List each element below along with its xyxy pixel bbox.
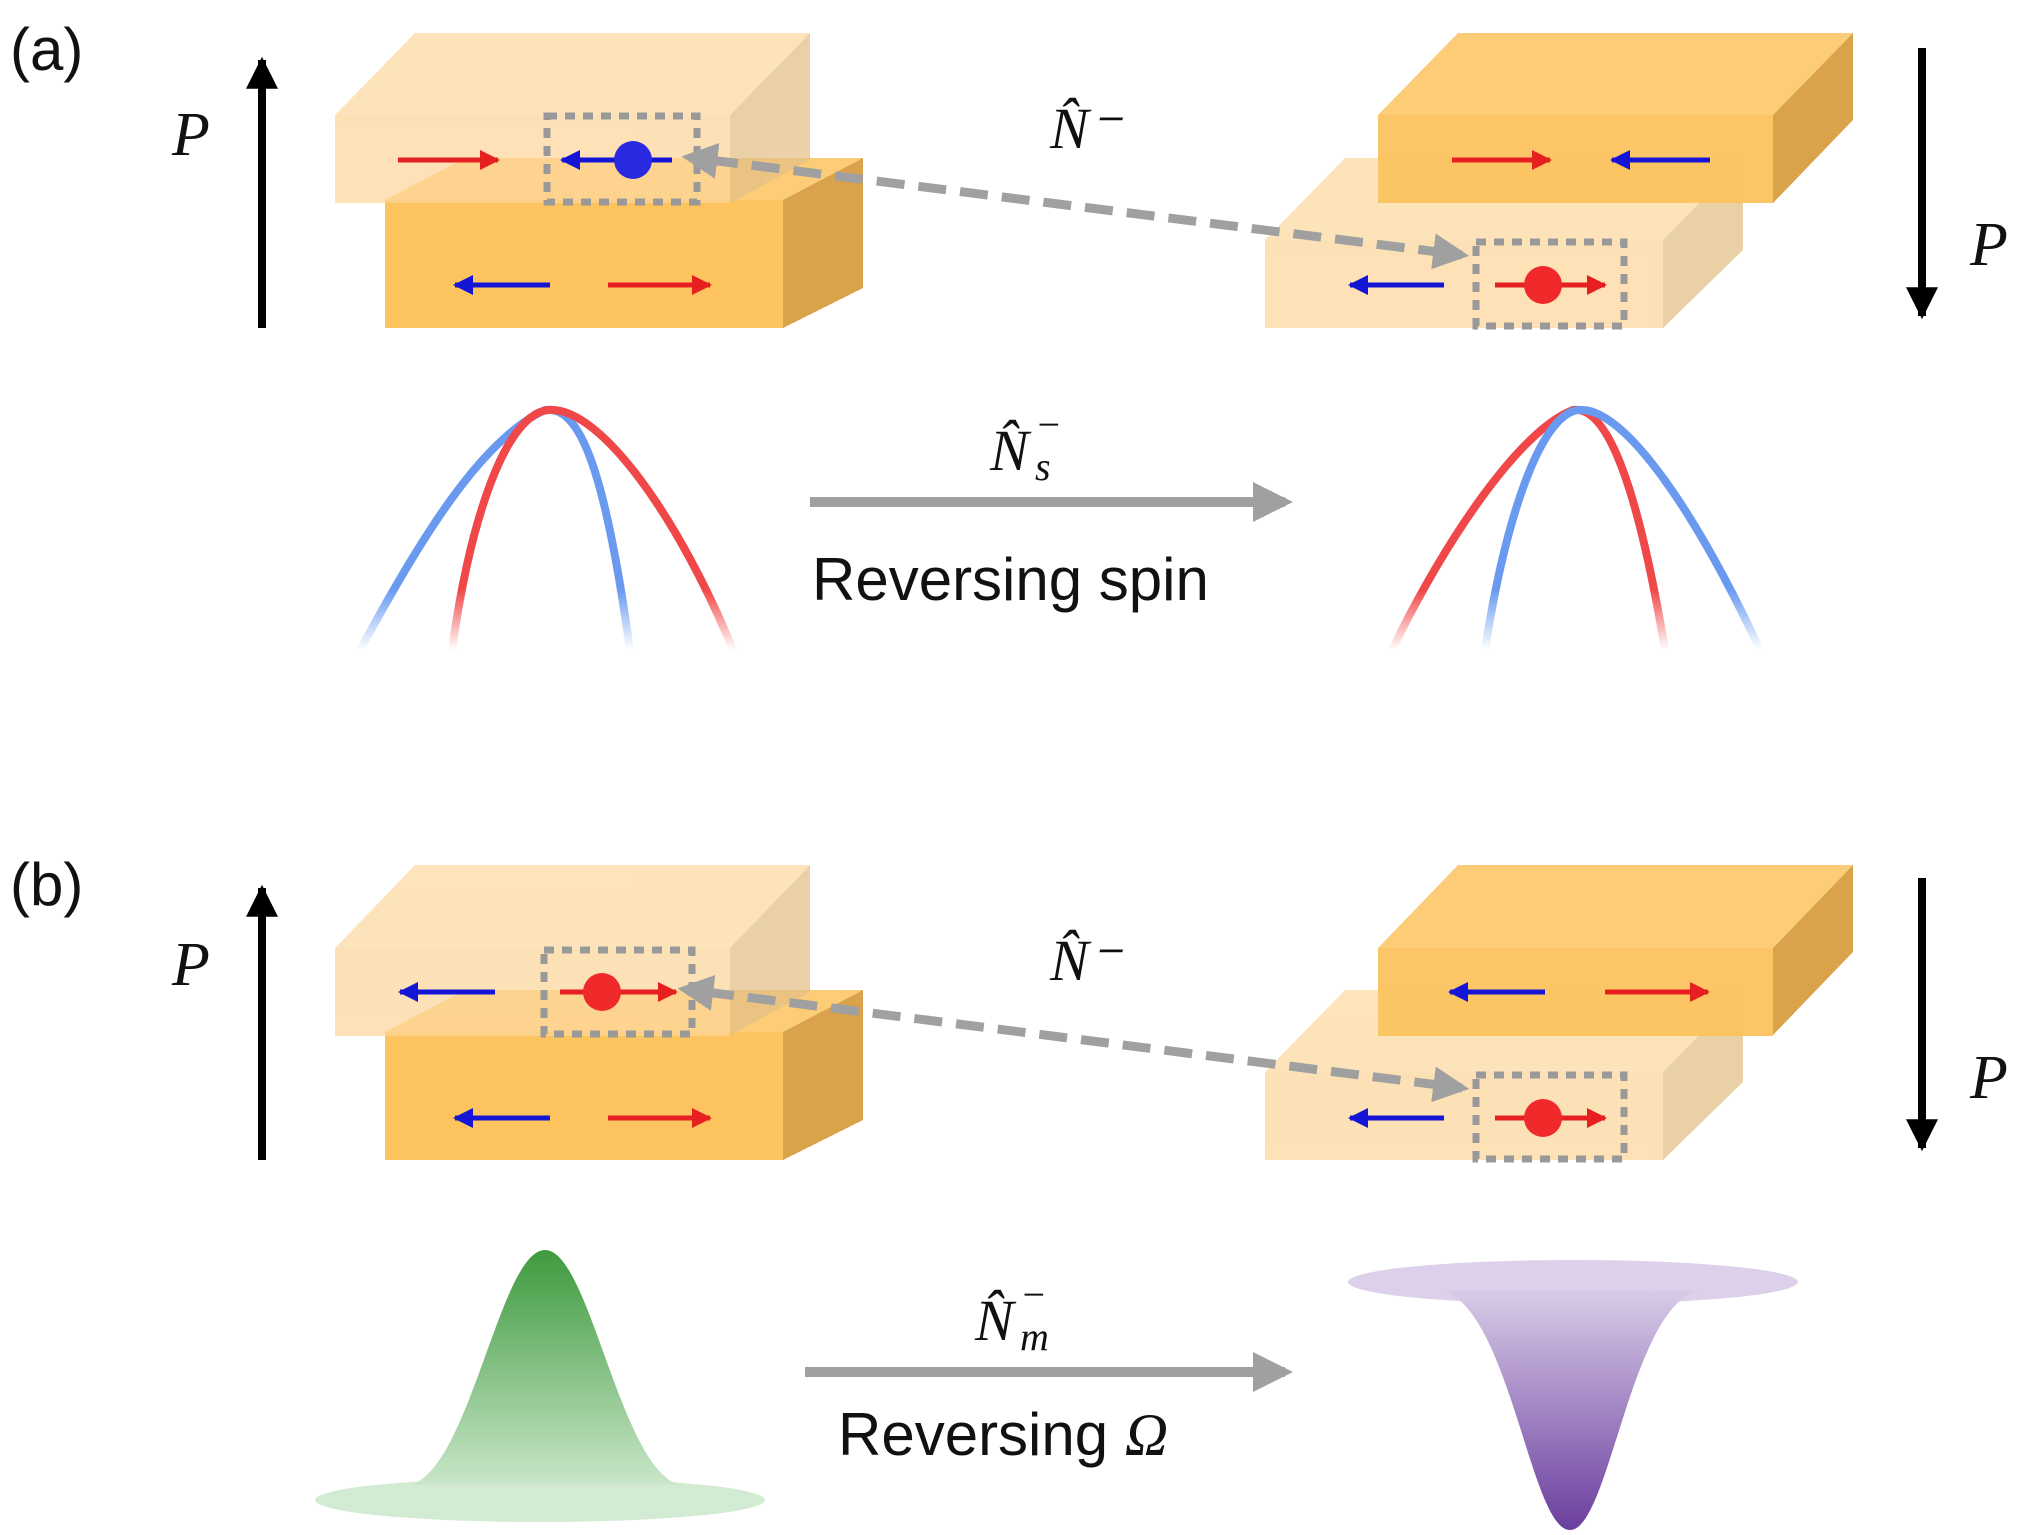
electron-dot [1524,1099,1562,1137]
highlight-box [543,112,701,206]
electron-dot [583,973,621,1011]
panel-a-label: (a) [10,16,83,83]
left-top-slab [335,865,810,1036]
operator-subscript: s [1035,444,1051,489]
transform-caption-symbol: Ω [1125,1402,1168,1468]
panel-a: (a) P [10,16,2008,652]
operator-main: N̂ [989,418,1032,483]
right-top-slab [1378,865,1853,1036]
polarization-up-label: P [171,931,210,999]
highlight-box [1472,1071,1628,1163]
polarization-up-label: P [171,101,210,169]
panel-b-label: (b) [10,851,83,918]
electron-dot [614,141,652,179]
operator-superscript: − [1035,402,1062,447]
polarization-down-label: P [1969,211,2008,279]
transform-caption-text: Reversing [838,1401,1125,1468]
operator-label: N̂⁻ [1049,928,1124,993]
transform-caption: Reversing spin [812,546,1209,613]
berry-curvature-peak [315,1250,765,1522]
polarization-down-label: P [1969,1044,2008,1112]
right-top-slab [1378,33,1853,203]
operator-connector [677,975,1470,1103]
operator-label: N̂⁻ [1049,96,1124,161]
berry-curvature-dip [1348,1260,1798,1530]
operator-superscript: − [1020,1272,1047,1317]
electron-dot [1524,266,1562,304]
operator-connector [681,143,1470,270]
band-structure-right [1388,405,1764,652]
band-structure-left [356,405,737,652]
operator-main: N̂ [974,1288,1017,1353]
highlight-box [1472,238,1628,330]
operator-subscript: m [1020,1314,1049,1359]
transform-caption: Reversing Ω [838,1401,1168,1468]
panel-b: (b) P [10,851,2008,1530]
